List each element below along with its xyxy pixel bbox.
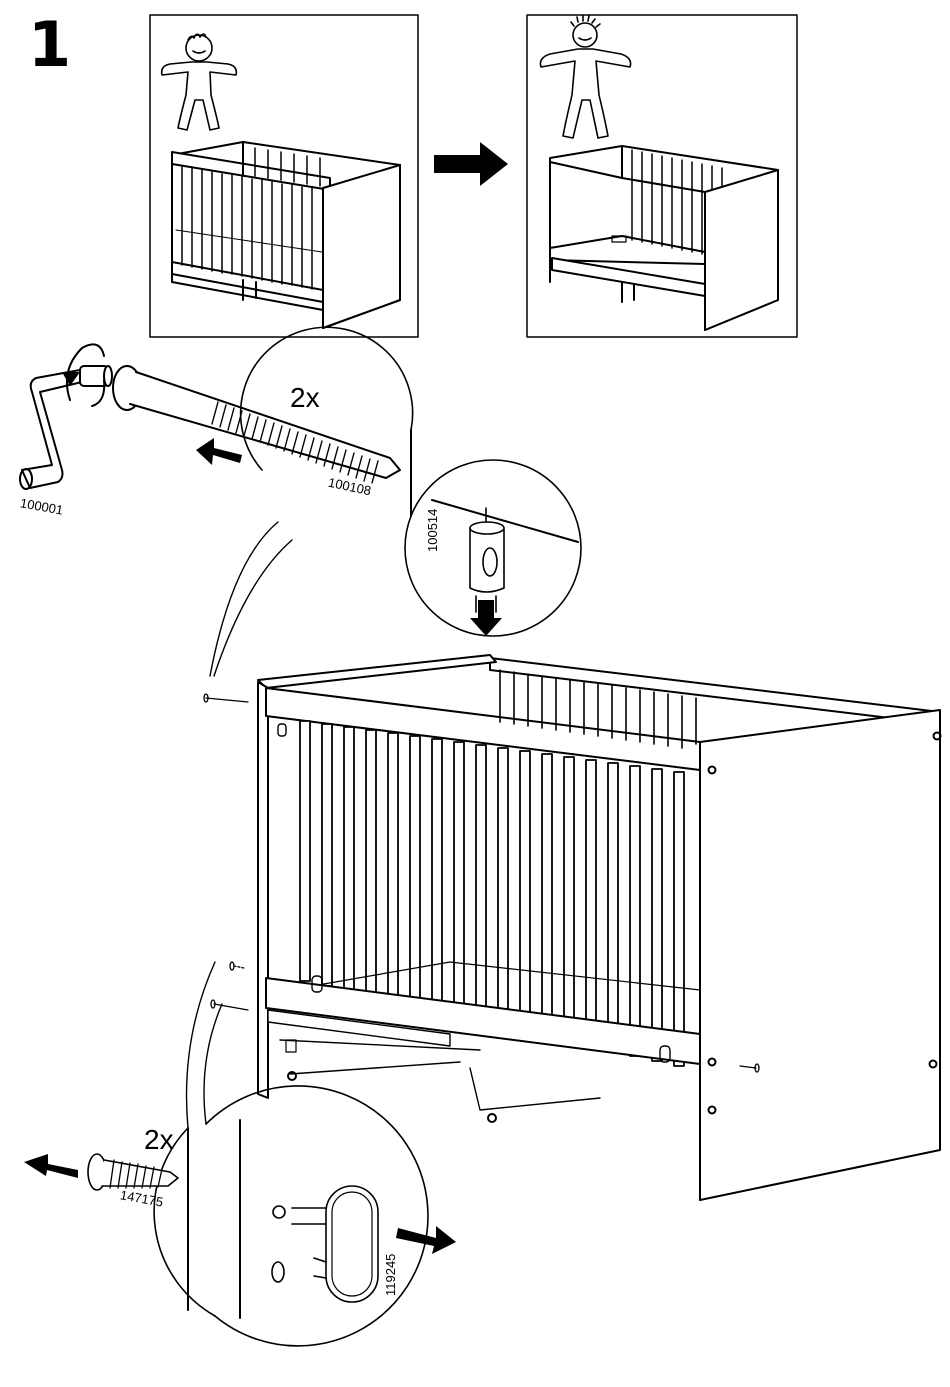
bolt-detail-circle [210,327,413,676]
short-screw-icon [88,1154,178,1190]
before-panel [150,15,418,337]
baby-growing-icon [540,16,630,138]
long-bolt-icon [113,366,400,483]
arrow-right-icon [396,1226,456,1254]
after-panel [527,15,797,337]
arrow-right-icon [434,142,508,186]
arrow-left-icon [196,438,242,465]
crib-main-drawing [204,655,941,1200]
arrow-left-icon [24,1154,78,1178]
barrel-nut-code: 100514 [426,509,439,552]
clip-code: 119245 [384,1254,397,1296]
allen-key-icon [20,344,112,489]
baby-small-icon [162,34,237,130]
crib-full-icon [172,142,400,328]
crib-converted-icon [550,146,778,330]
long-bolt-quantity: 2x [290,384,320,412]
short-screw-quantity: 2x [144,1126,174,1154]
